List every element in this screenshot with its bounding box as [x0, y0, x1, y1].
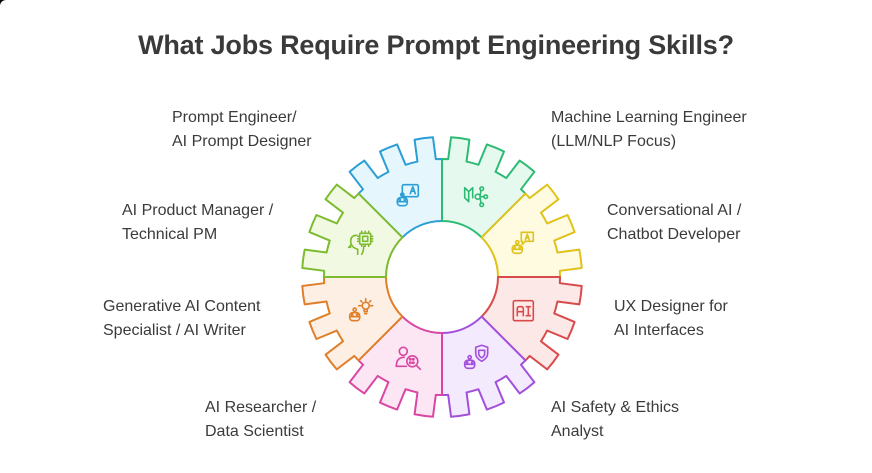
job-label-line: AI Product Manager /: [122, 202, 274, 219]
head-chip-icon: [347, 230, 374, 256]
job-label-line: AI Researcher /: [205, 399, 317, 416]
robot-with-a-screen-icon: [396, 183, 420, 207]
job-label-line: Specialist / AI Writer: [103, 322, 246, 339]
job-label-line: AI Prompt Designer: [172, 133, 312, 150]
gear-segment-conversational-ai: [480, 183, 583, 278]
job-label-line: AI Safety & Ethics: [551, 399, 680, 416]
job-label-line: AI Interfaces: [614, 322, 704, 339]
network-nodes-icon: [463, 186, 489, 208]
job-label-ux-designer: UX Designer for AI Interfaces: [614, 295, 728, 343]
job-label-line: Machine Learning Engineer: [551, 109, 747, 126]
gear-segment-ai-product-manager: [301, 183, 404, 278]
page-title: What Jobs Require Prompt Engineering Ski…: [138, 30, 734, 60]
job-label-line: Generative AI Content: [103, 298, 261, 315]
job-label-prompt-engineer: Prompt Engineer/AI Prompt Designer: [172, 106, 312, 154]
job-label-line: Prompt Engineer/: [172, 109, 297, 126]
job-label-line: Conversational AI /: [607, 202, 742, 219]
job-label-line: Data Scientist: [205, 423, 304, 440]
robot-lightbulb-icon: [348, 297, 374, 322]
person-magnifier-icon: [395, 346, 422, 371]
job-label-line: (LLM/NLP Focus): [551, 133, 677, 150]
ai-box-icon: [512, 299, 535, 322]
robot-shield-icon: [463, 344, 489, 370]
job-label-conversational-ai: Conversational AI / Chatbot Developer: [607, 199, 741, 247]
job-label-line: Technical PM: [122, 226, 218, 243]
job-label-ml-engineer: Machine Learning Engineer (LLM/NLP Focus): [551, 106, 747, 154]
job-label-ai-researcher: AI Researcher / Data Scientist: [205, 396, 316, 444]
job-label-line: Chatbot Developer: [607, 226, 741, 243]
job-label-ai-product-manager: AI Product Manager / Technical PM: [122, 199, 273, 247]
job-label-line: UX Designer for: [614, 298, 728, 315]
robot-speech-bubble-icon: [511, 231, 535, 255]
job-label-line: Analyst: [551, 423, 604, 440]
